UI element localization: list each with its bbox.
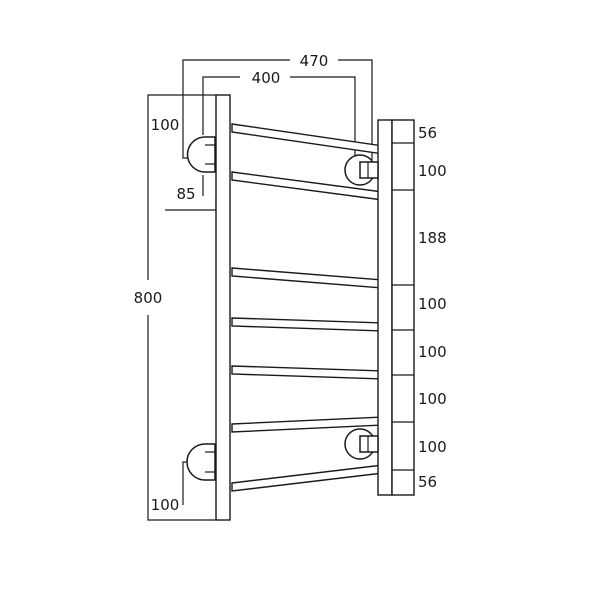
dimension-400-label: 400 (252, 69, 281, 87)
top-right-bracket (344, 154, 379, 186)
spacing-label-2: 100 (418, 162, 447, 180)
dimension-800-line (147, 94, 216, 521)
dimension-100-bottom-label: 100 (151, 496, 180, 514)
dimension-800-label: 800 (134, 289, 163, 307)
rail-7 (231, 464, 388, 492)
spacing-label-7: 100 (418, 438, 447, 456)
dimension-85-label: 85 (176, 185, 195, 203)
left-upright (215, 94, 231, 521)
spacing-label-6: 100 (418, 390, 447, 408)
rail-5 (231, 365, 388, 380)
spacing-label-8: 56 (418, 473, 437, 491)
dimension-470-label: 470 (300, 52, 329, 70)
rail-4 (231, 317, 388, 332)
bottom-left-wall-bracket (186, 443, 216, 481)
spacing-label-5: 100 (418, 343, 447, 361)
rail-spacing-labels: 56 100 188 100 100 100 100 56 (418, 124, 447, 491)
right-upright (377, 119, 415, 496)
spacing-label-4: 100 (418, 295, 447, 313)
rail-1 (231, 123, 388, 155)
dimension-100-top-label: 100 (151, 116, 180, 134)
dimension-400-line (202, 76, 356, 160)
dimension-470-line (182, 59, 373, 160)
bottom-right-bracket (344, 428, 379, 460)
rail-bars (231, 123, 388, 492)
spacing-label-3: 188 (418, 229, 447, 247)
top-left-wall-bracket (186, 136, 216, 173)
spacing-label-1: 56 (418, 124, 437, 142)
rail-3 (231, 267, 388, 289)
